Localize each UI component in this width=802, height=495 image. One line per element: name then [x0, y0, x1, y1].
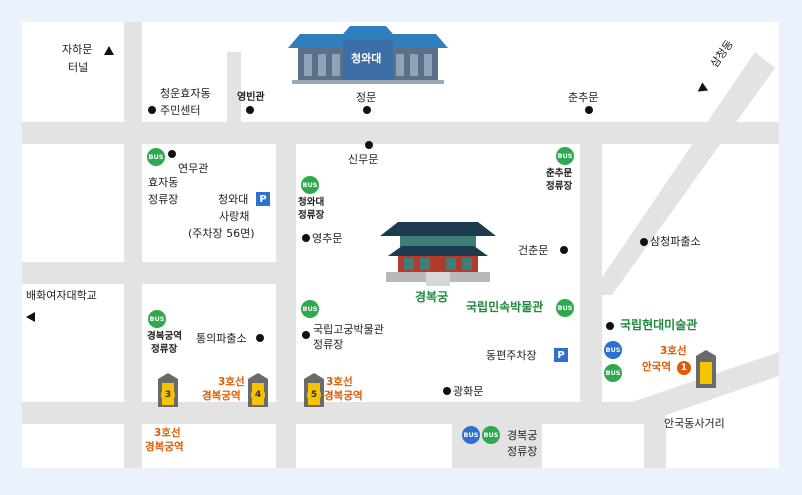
chunchumun-stop-sub-label: 정류장	[546, 181, 573, 192]
exit-4-line3-label: 3호선	[218, 376, 245, 388]
tongui-police-marker	[256, 334, 264, 342]
cheongwadae-stop-sub-label: 정류장	[298, 210, 325, 221]
anguk-intersection-label: 안국동사거리	[664, 417, 725, 430]
road-vertical-east	[580, 122, 602, 422]
jeongmun-marker	[363, 106, 371, 114]
gyeongbokgung-stop-sub-label: 정류장	[507, 445, 538, 458]
palace-museum-stop-label: 정류장	[313, 338, 344, 351]
east-parking-icon: P	[554, 348, 568, 362]
road-middle-horizontal	[22, 262, 276, 284]
gwanghwamun-marker	[443, 387, 451, 395]
exit-4-station-label: 경복궁역	[202, 390, 241, 402]
jahamun-label: 자하문	[62, 43, 93, 56]
bottom-line3-label: 3호선	[154, 427, 181, 439]
cheongwadae-building-icon	[288, 26, 448, 84]
mmca-marker	[606, 322, 614, 330]
anguk-line3-label: 3호선	[660, 345, 687, 357]
exit-3-icon: 3	[161, 388, 175, 402]
folk-museum-label: 국립민속박물관	[466, 300, 544, 314]
anguk-station-label: 안국역	[642, 361, 671, 373]
chunchumun-marker	[585, 106, 593, 114]
sarangchae-parking-icon: P	[256, 192, 270, 206]
road-diagonal-samcheong	[590, 52, 775, 295]
anguk-blue-bus-icon: BUS	[604, 341, 622, 359]
gyeongbokgung-station-stop-label: 경복궁역	[147, 331, 182, 342]
anguk-exit-building-icon	[696, 350, 716, 388]
tongui-police-label: 통의파출소	[196, 332, 247, 345]
chunchumun-stop-label: 춘추문	[546, 168, 573, 179]
chunchumun-label: 춘추문	[568, 91, 599, 104]
sarangchae-parking-label: (주차장 56면)	[188, 227, 255, 240]
samcheong-police-marker	[640, 238, 648, 246]
hyoja-stop-label: 효자동	[148, 176, 179, 189]
anguk-green-bus-icon: BUS	[604, 364, 622, 382]
bottom-station-label: 경복궁역	[145, 441, 184, 453]
hyoja-stop-sub-label: 정류장	[148, 193, 179, 206]
palace-museum-marker	[302, 331, 310, 339]
yeongbingwan-marker	[246, 106, 254, 114]
geonchunmun-marker	[560, 246, 568, 254]
east-parking-label: 동편주차장	[486, 349, 537, 362]
gyeongbokgung-palace-icon	[380, 222, 496, 286]
exit-5-station-label: 경복궁역	[324, 390, 363, 402]
road-vertical-hyoja	[276, 122, 296, 468]
sarangchae-label: 사랑채	[219, 210, 250, 223]
gyeongbokgung-station-bus-stop-icon: BUS	[148, 310, 166, 328]
ewha-arrow-icon	[26, 312, 35, 322]
exit-5-icon: 5	[307, 388, 321, 402]
gyeongbokgung-label: 경복궁	[415, 290, 449, 304]
cheongwadae-bus-stop-icon: BUS	[301, 176, 319, 194]
exit-5-line3-label: 3호선	[326, 376, 353, 388]
sinmumun-marker	[365, 141, 373, 149]
yeonmugwan-marker	[168, 150, 176, 158]
cheongun-label: 청운효자동	[160, 87, 211, 100]
mmca-label: 국립현대미술관	[620, 318, 698, 332]
gyeongbokgung-green-bus-icon: BUS	[482, 426, 500, 444]
gwanghwamun-label: 광화문	[453, 385, 484, 398]
sinmumun-label: 신무문	[348, 153, 379, 166]
chunchumun-bus-stop-icon: BUS	[556, 147, 574, 165]
sarangchae-title-label: 청와대	[218, 193, 249, 206]
jeongmun-label: 정문	[356, 91, 377, 104]
samcheong-police-label: 삼청파출소	[650, 235, 701, 248]
yeongbingwan-label: 영빈관	[237, 92, 265, 103]
road-vertical-center-left	[227, 52, 241, 142]
gyeongbokgung-station-stop-sub-label: 정류장	[151, 344, 178, 355]
exit-4-icon: 4	[251, 388, 265, 402]
cheongun-center-marker	[148, 106, 156, 114]
yeongchumun-label: 영추문	[312, 232, 343, 245]
road-vertical-left	[124, 22, 142, 468]
folk-museum-bus-stop-icon: BUS	[556, 299, 574, 317]
cheongwadae-stop-label: 청와대	[298, 197, 325, 208]
jahamun-arrow-icon	[104, 46, 114, 55]
palace-museum-label: 국립고궁박물관	[313, 323, 384, 336]
tunnel-label: 터널	[68, 61, 89, 74]
palace-museum-bus-stop-icon: BUS	[301, 300, 319, 318]
gyeongbokgung-stop-label: 경복궁	[507, 429, 538, 442]
geonchunmun-label: 건춘문	[518, 244, 549, 257]
cheongwadae-label: 청와대	[351, 52, 382, 65]
yeongchumun-marker	[302, 234, 310, 242]
anguk-exit-1-icon: 1	[677, 361, 691, 375]
yeonmugwan-label: 연무관	[178, 162, 209, 175]
hyoja-bus-stop-icon: BUS	[147, 148, 165, 166]
gyeongbokgung-blue-bus-icon: BUS	[462, 426, 480, 444]
ewha-univ-label: 배화여자대학교	[26, 289, 97, 302]
community-center-label: 주민센터	[160, 104, 201, 117]
